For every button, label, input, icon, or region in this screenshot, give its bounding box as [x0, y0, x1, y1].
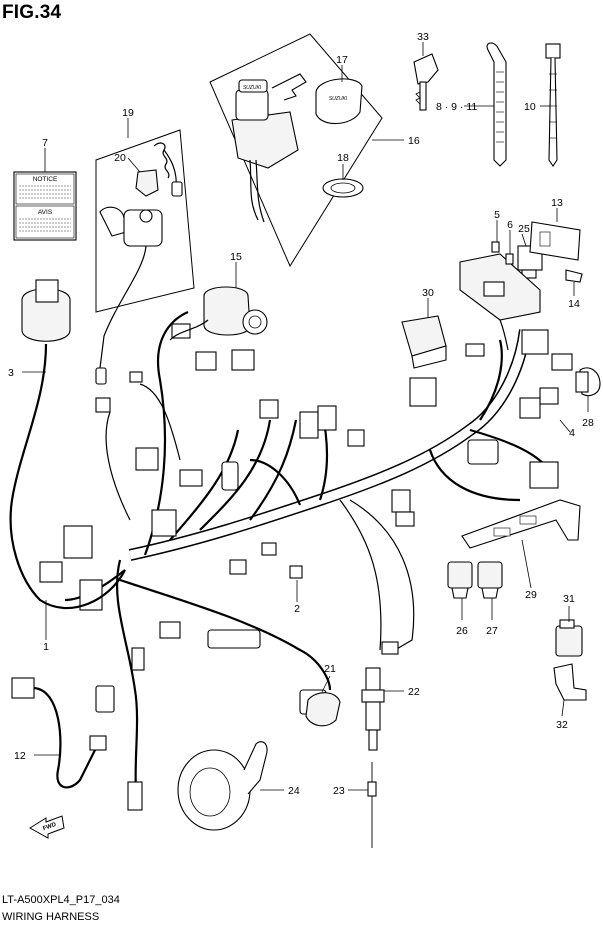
- part-26-cover: [447, 561, 473, 599]
- callout-21: 21: [324, 663, 336, 675]
- callout-4: 4: [569, 427, 575, 439]
- callout-8-9-11: 8 · 9 · 11: [436, 101, 477, 113]
- part-6-fuse: [505, 253, 514, 265]
- callout-26: 26: [456, 625, 468, 637]
- callout-13: 13: [551, 197, 563, 209]
- callout-22: 22: [408, 686, 420, 698]
- callout-3: 3: [8, 367, 14, 379]
- part-12-sub-harness: [11, 677, 107, 789]
- callout-numbers: 7 19 20 17 18 16 33 8 · 9 · 11 10 5 6 25…: [8, 31, 594, 797]
- callout-19: 19: [122, 107, 134, 119]
- part-30-relay: [401, 315, 447, 369]
- part-2-connector: [289, 565, 303, 579]
- part-15-accessory-socket: [169, 286, 268, 341]
- callout-7: 7: [42, 137, 48, 149]
- model-code: LT-A500XPL4_P17_034: [2, 894, 120, 906]
- part-10-cable-tie: [545, 43, 561, 167]
- part-8-9-11-clamp: [486, 42, 507, 167]
- part-22-oxygen-sensor: [361, 667, 385, 751]
- fwd-text: FWD: [42, 822, 58, 833]
- callout-23: 23: [333, 785, 345, 797]
- part-23-clamp: [367, 762, 377, 848]
- avis-text: AVIS: [38, 209, 53, 216]
- callout-32: 32: [556, 719, 568, 731]
- part-5-fuse: [491, 241, 500, 253]
- leader-lines: [22, 42, 589, 791]
- callout-31: 31: [563, 593, 575, 605]
- callout-14: 14: [568, 298, 580, 310]
- callout-2: 2: [294, 603, 300, 615]
- callout-16: 16: [408, 135, 420, 147]
- callout-10: 10: [524, 101, 536, 113]
- part-19-parking-brake-switch-group: [95, 129, 195, 385]
- part-33-key: [413, 53, 439, 111]
- callout-29: 29: [525, 589, 537, 601]
- svg-text:SUZUKI: SUZUKI: [243, 85, 262, 91]
- callout-33: 33: [417, 31, 429, 43]
- callout-17: 17: [336, 54, 348, 66]
- part-1-main-harness: [39, 310, 573, 811]
- callout-28: 28: [582, 417, 594, 429]
- part-3-sub-harness: [9, 279, 126, 610]
- part-29-bracket: [461, 499, 581, 549]
- part-13-fuse-holder-bracket: [529, 221, 581, 261]
- svg-text:SUZUKI: SUZUKI: [329, 96, 348, 102]
- callout-30: 30: [422, 287, 434, 299]
- callout-1: 1: [43, 641, 49, 653]
- callout-12: 12: [14, 750, 26, 762]
- part-24-horn: [177, 741, 268, 831]
- callout-27: 27: [486, 625, 498, 637]
- callout-6: 6: [507, 219, 513, 231]
- figure-title: FIG.34: [2, 2, 62, 23]
- part-31-connector: [555, 619, 583, 657]
- callout-20: 20: [114, 152, 126, 164]
- part-21-cap: [305, 692, 341, 727]
- part-28-cap: [575, 367, 601, 397]
- part-7-notice-label: NOTICE AVIS: [13, 171, 77, 241]
- fuse-box: [459, 253, 541, 351]
- fwd-arrow-icon: FWD: [29, 815, 65, 839]
- notice-text: NOTICE: [33, 176, 58, 183]
- part-16-ignition-switch-group: SUZUKI SUZUKI: [209, 33, 383, 268]
- part-27-cover: [477, 561, 503, 599]
- label-text-lines: [19, 185, 71, 232]
- part-32-bracket: [553, 663, 587, 701]
- figure-name: WIRING HARNESS: [2, 911, 100, 923]
- callout-18: 18: [337, 152, 349, 164]
- callout-15: 15: [230, 251, 242, 263]
- callout-5: 5: [494, 209, 500, 221]
- part-14-spacer: [565, 269, 583, 283]
- callout-25: 25: [518, 223, 530, 235]
- callout-24: 24: [288, 785, 300, 797]
